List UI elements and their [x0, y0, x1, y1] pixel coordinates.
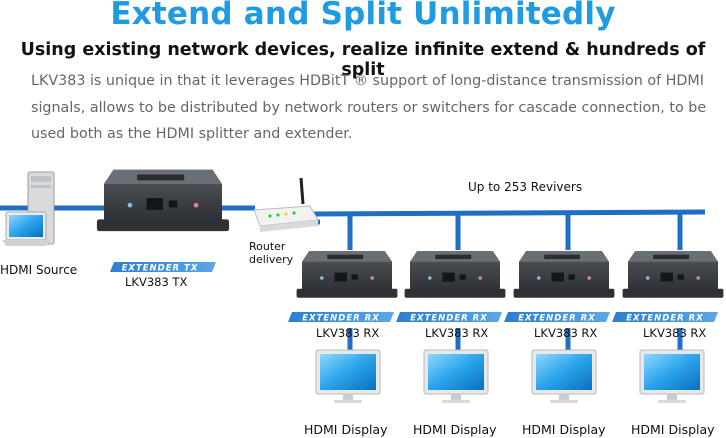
- extender-device-icon: [622, 251, 724, 298]
- receiver-2: [404, 251, 506, 298]
- receiver-label-2: LKV383 RX: [425, 326, 489, 340]
- receiver-label-3: LKV383 RX: [534, 326, 598, 340]
- receiver-tag-text-4: EXTENDER RX: [626, 314, 704, 324]
- receiver-tag-text-3: EXTENDER RX: [518, 314, 596, 324]
- monitor-icon: [423, 349, 489, 404]
- extender-device-icon: [296, 251, 398, 298]
- receiver-1: [296, 251, 398, 298]
- receiver-label-1: LKV383 RX: [316, 326, 380, 340]
- page-title: Extend and Split Unlimitedly: [110, 0, 616, 32]
- monitor-icon: [315, 349, 381, 404]
- transmitter-tag: EXTENDER TX: [110, 262, 216, 274]
- receiver-tag-text-2: EXTENDER RX: [410, 314, 488, 324]
- router-label: Router delivery: [249, 240, 294, 266]
- laptop-icon: [2, 211, 50, 246]
- receiver-tag-text-1: EXTENDER RX: [302, 314, 380, 324]
- receivers-caption: Up to 253 Revivers: [468, 180, 583, 194]
- description-text: LKV383 is unique in that it leverages HD…: [31, 73, 707, 142]
- extender-device-icon: [96, 169, 230, 232]
- transmitter-label: LKV383 TX: [125, 275, 188, 289]
- monitor-icon: [639, 349, 705, 404]
- display-label-4: HDMI Display: [631, 422, 715, 437]
- source-label: HDMI Source: [0, 263, 78, 277]
- display-label-3: HDMI Display: [522, 422, 606, 437]
- receiver-tags: EXTENDER RX EXTENDER RX EXTENDER RX EXTE…: [288, 312, 718, 324]
- extender-device-icon: [404, 251, 506, 298]
- receiver-4: [622, 251, 724, 298]
- display-label-1: HDMI Display: [304, 422, 388, 437]
- monitor-icon: [531, 349, 597, 404]
- extender-device-icon: [513, 251, 615, 298]
- cable-main-bus: [309, 209, 706, 217]
- router-icon: [253, 177, 319, 232]
- receiver-label-4: LKV383 RX: [643, 326, 707, 340]
- page-subtitle: Using existing network devices, realize …: [20, 40, 706, 80]
- receiver-3: [513, 251, 615, 298]
- display-label-2: HDMI Display: [413, 422, 497, 437]
- transmitter-tag-text: EXTENDER TX: [122, 264, 199, 274]
